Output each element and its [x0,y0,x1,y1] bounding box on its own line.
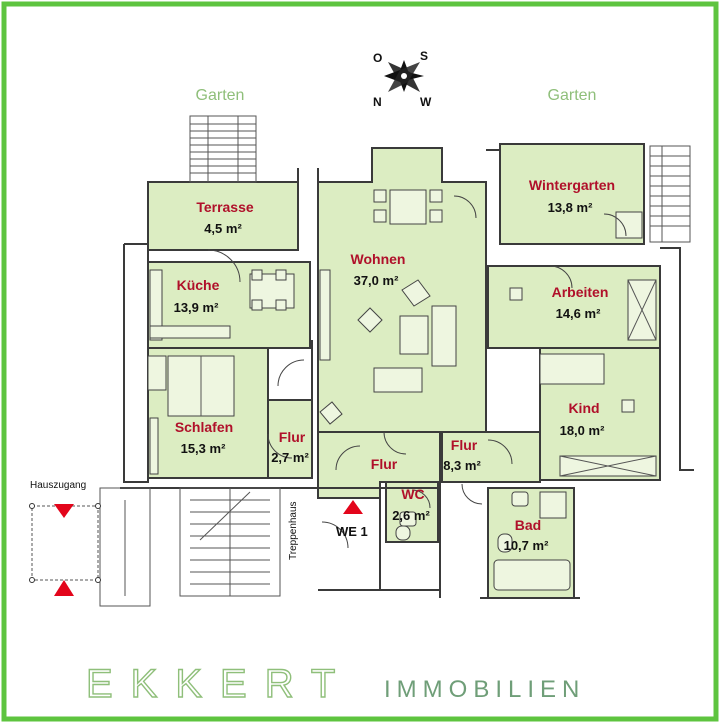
compass-rose-icon [384,60,424,92]
entrance-triangle-icon [54,504,74,518]
room-name-kueche: Küche [177,277,220,293]
room-terrasse [147,181,299,251]
garden-stairs-left [189,115,257,183]
doors [207,195,627,549]
room-area-kueche: 13,9 m² [174,300,219,315]
compass-label-n2: S [420,49,428,63]
room-name-kind: Kind [568,400,599,416]
room-area-wohnen: 37,0 m² [354,273,399,288]
room-name-arbeiten: Arbeiten [552,284,609,300]
room-name-schlafen: Schlafen [175,419,233,435]
treppenhaus-label: Treppenhaus [288,501,299,560]
room-area-bad: 10,7 m² [504,538,549,553]
unit-label: WE 1 [336,524,368,539]
room-area-wc: 2,6 m² [392,508,430,523]
unit-triangle-icon [343,500,363,514]
room-name-wc: WC [401,486,424,502]
brand-main: EKKERT [86,662,353,706]
room-name-bad: Bad [515,517,541,533]
furniture [147,189,657,591]
brand-sub: IMMOBILIEN [384,676,585,703]
room-name-flur-a: Flur [279,429,306,445]
room-area-flur-c: 8,3 m² [443,458,481,473]
garden-label-left: Garten [196,87,245,104]
room-area-schlafen: 15,3 m² [181,441,226,456]
room-area-arbeiten: 14,6 m² [556,306,601,321]
room-area-kind: 18,0 m² [560,423,605,438]
compass-label-n3: N [373,95,382,109]
stairwell [99,487,281,607]
room-name-flur-c: Flur [451,437,478,453]
room-area-wintergarten: 13,8 m² [548,200,593,215]
room-name-wohnen: Wohnen [351,251,406,267]
garden-label-right: Garten [548,87,597,104]
room-name-terrasse: Terrasse [196,199,254,215]
room-area-terrasse: 4,5 m² [204,221,242,236]
hauszugang-label: Hauszugang [30,480,86,491]
compass-label-n4: W [420,95,432,109]
entrance-triangle-icon-lower [54,580,74,596]
room-name-wintergarten: Wintergarten [529,177,615,193]
room-area-flur-a: 2,7 m² [271,450,309,465]
garden-stairs-right [649,145,691,243]
compass-label-n1: O [373,51,382,65]
room-name-flur-b: Flur [371,456,398,472]
